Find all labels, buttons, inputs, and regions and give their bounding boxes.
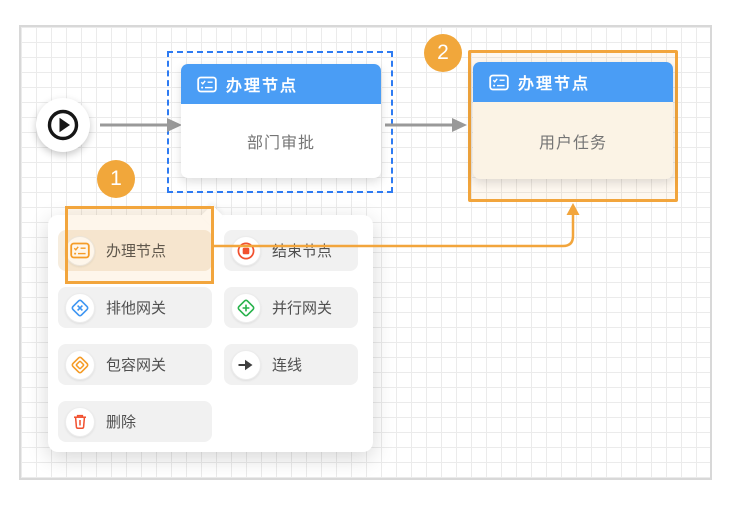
sequence-flow-arrow-2[interactable] xyxy=(384,114,469,136)
menu-item-task-node[interactable]: 办理节点 xyxy=(58,230,212,271)
menu-item-connect-line[interactable]: 连线 xyxy=(224,344,358,385)
user-task-node-title: 办理节点 xyxy=(518,76,591,93)
connect-line-icon xyxy=(231,349,261,380)
approval-node[interactable]: 办理节点 部门审批 xyxy=(181,64,381,178)
step-2-badge: 2 xyxy=(424,34,462,72)
delete-icon xyxy=(65,406,95,437)
approval-node-header: 办理节点 xyxy=(181,64,381,104)
menu-item-delete[interactable]: 删除 xyxy=(58,401,212,442)
end-node-icon xyxy=(231,235,261,266)
menu-item-end-node[interactable]: 结束节点 xyxy=(224,230,358,271)
start-event-node[interactable] xyxy=(36,98,90,152)
menu-item-label: 并行网关 xyxy=(272,300,333,317)
menu-item-label: 办理节点 xyxy=(106,243,167,260)
menu-item-label: 删除 xyxy=(106,414,137,431)
task-list-icon xyxy=(197,76,217,92)
menu-item-label: 包容网关 xyxy=(106,357,167,374)
user-task-node-header: 办理节点 xyxy=(473,62,673,102)
approval-node-body: 部门审批 xyxy=(246,135,315,152)
sequence-flow-arrow-1[interactable] xyxy=(99,114,184,136)
menu-item-label: 连线 xyxy=(272,357,303,374)
task-list-icon xyxy=(489,74,509,90)
menu-item-label: 排他网关 xyxy=(106,300,167,317)
exclusive-gateway-icon xyxy=(65,292,95,323)
node-palette-menu: 办理节点 结束节点 排他网关 xyxy=(48,204,373,452)
approval-node-title: 办理节点 xyxy=(226,78,299,95)
menu-item-exclusive-gateway[interactable]: 排他网关 xyxy=(58,287,212,328)
user-task-node-body: 用户任务 xyxy=(538,134,607,152)
menu-item-label: 结束节点 xyxy=(272,243,333,260)
inclusive-gateway-icon xyxy=(65,349,95,380)
menu-item-inclusive-gateway[interactable]: 包容网关 xyxy=(58,344,212,385)
user-task-node[interactable]: 办理节点 用户任务 xyxy=(473,62,673,179)
step-1-badge: 1 xyxy=(97,160,135,198)
menu-item-parallel-gateway[interactable]: 并行网关 xyxy=(224,287,358,328)
parallel-gateway-icon xyxy=(231,292,261,323)
play-icon xyxy=(47,109,79,141)
annotation-highlight-rect xyxy=(65,206,214,284)
